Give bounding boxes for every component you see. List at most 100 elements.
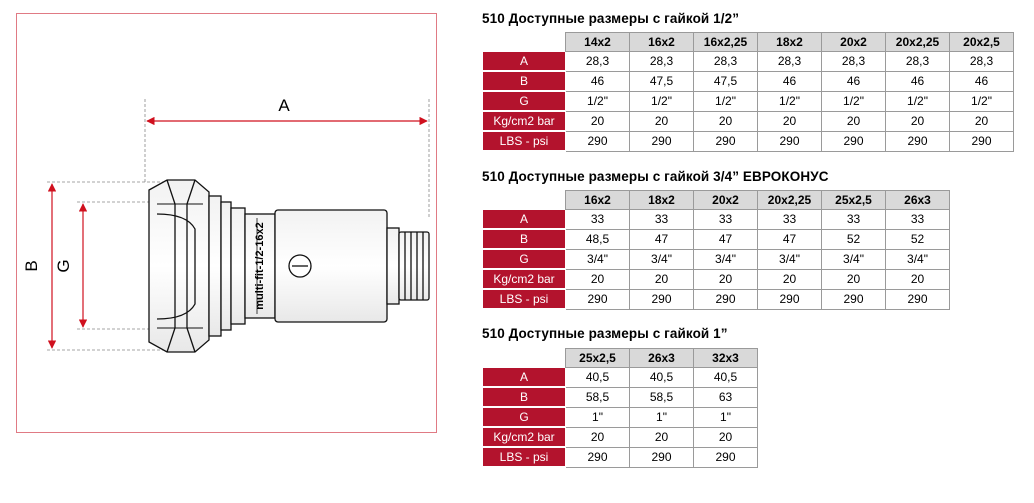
row-label: G xyxy=(482,248,566,270)
column-header: 26x3 xyxy=(629,348,694,368)
column-header: 16x2 xyxy=(629,32,694,52)
table-cell: 20 xyxy=(629,110,694,132)
table-cell: 290 xyxy=(629,446,694,468)
table1-title: 510 Доступные размеры с гайкой 1/2” xyxy=(482,11,740,26)
table-cell: 1" xyxy=(693,406,758,428)
table-cell: 33 xyxy=(629,209,694,230)
header-blank-cell xyxy=(483,33,566,52)
table-cell: 290 xyxy=(885,288,950,310)
table-cell: 58,5 xyxy=(629,386,694,408)
row-label: LBS - psi xyxy=(482,130,566,152)
table-cell: 46 xyxy=(885,70,950,92)
table-cell: 290 xyxy=(565,288,630,310)
table-cell: 33 xyxy=(885,209,950,230)
body-stamp: multi-fit-1/2-16x2 xyxy=(254,222,266,309)
column-header: 25x2,5 xyxy=(821,190,886,210)
table-cell: 290 xyxy=(565,446,630,468)
column-header: 20x2,5 xyxy=(949,32,1014,52)
table-cell: 47,5 xyxy=(629,70,694,92)
row-label: Kg/cm2 bar xyxy=(482,110,566,132)
table-cell: 20 xyxy=(757,268,822,290)
table-cell: 290 xyxy=(821,288,886,310)
table-cell: 33 xyxy=(565,209,630,230)
column-header: 20x2 xyxy=(821,32,886,52)
table3-title: 510 Доступные размеры с гайкой 1” xyxy=(482,326,728,341)
table-cell: 20 xyxy=(693,110,758,132)
table-cell: 1/2" xyxy=(693,90,758,112)
table-cell: 3/4" xyxy=(757,248,822,270)
table-cell: 20 xyxy=(565,426,630,448)
table-cell: 290 xyxy=(821,130,886,152)
column-header: 18x2 xyxy=(757,32,822,52)
fitting-body xyxy=(244,209,388,323)
table2-title: 510 Доступные размеры с гайкой 3/4” ЕВРО… xyxy=(482,169,829,184)
column-header: 20x2,25 xyxy=(757,190,822,210)
row-label: B xyxy=(482,228,566,250)
table-cell: 52 xyxy=(821,228,886,250)
row-label: A xyxy=(482,367,566,388)
column-header: 18x2 xyxy=(629,190,694,210)
table-cell: 290 xyxy=(757,130,822,152)
dimension-label-g: G xyxy=(54,259,73,272)
table-cell: 47,5 xyxy=(693,70,758,92)
collar-ring xyxy=(208,195,246,337)
table-cell: 20 xyxy=(949,110,1014,132)
row-label: B xyxy=(482,386,566,408)
row-label: LBS - psi xyxy=(482,288,566,310)
table-cell: 46 xyxy=(565,70,630,92)
table-cell: 28,3 xyxy=(693,51,758,72)
row-label: A xyxy=(482,51,566,72)
table-cell: 47 xyxy=(757,228,822,250)
table-cell: 20 xyxy=(629,426,694,448)
table-cell: 63 xyxy=(693,386,758,408)
table-cell: 3/4" xyxy=(629,248,694,270)
table-cell: 290 xyxy=(565,130,630,152)
column-header: 16x2,25 xyxy=(693,32,758,52)
table-cell: 20 xyxy=(629,268,694,290)
table-cell: 28,3 xyxy=(885,51,950,72)
table-cell: 40,5 xyxy=(693,367,758,388)
row-label: Kg/cm2 bar xyxy=(482,426,566,448)
row-label: LBS - psi xyxy=(482,446,566,468)
table-cell: 1" xyxy=(629,406,694,428)
table-cell: 1/2" xyxy=(821,90,886,112)
table-cell: 1/2" xyxy=(565,90,630,112)
table-cell: 58,5 xyxy=(565,386,630,408)
table-cell: 20 xyxy=(565,110,630,132)
screw-hole xyxy=(288,254,312,278)
column-header: 26x3 xyxy=(885,190,950,210)
table-cell: 52 xyxy=(885,228,950,250)
table-cell: 1/2" xyxy=(885,90,950,112)
table-cell: 1/2" xyxy=(949,90,1014,112)
table-cell: 46 xyxy=(949,70,1014,92)
header-blank-cell xyxy=(483,349,566,368)
table-cell: 1/2" xyxy=(757,90,822,112)
table-cell: 1" xyxy=(565,406,630,428)
table-cell: 47 xyxy=(693,228,758,250)
table-cell: 46 xyxy=(821,70,886,92)
table-cell: 33 xyxy=(693,209,758,230)
table-cell: 47 xyxy=(629,228,694,250)
table-cell: 20 xyxy=(821,110,886,132)
table-cell: 20 xyxy=(885,110,950,132)
table-cell: 290 xyxy=(885,130,950,152)
row-label: G xyxy=(482,406,566,428)
table-cell: 28,3 xyxy=(821,51,886,72)
table-cell: 33 xyxy=(757,209,822,230)
dimension-label-a: A xyxy=(278,96,290,115)
table-cell: 3/4" xyxy=(821,248,886,270)
row-label: A xyxy=(482,209,566,230)
table-cell: 20 xyxy=(885,268,950,290)
